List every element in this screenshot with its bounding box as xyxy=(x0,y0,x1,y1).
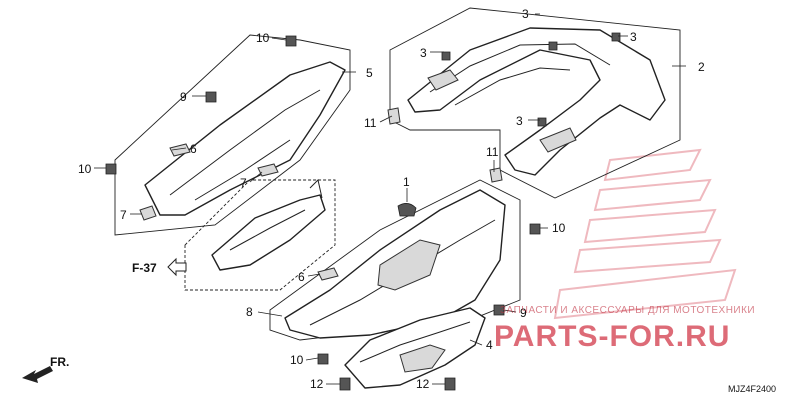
callout-3: 3 xyxy=(630,30,637,44)
front-label: FR. xyxy=(50,355,69,369)
grab-rail-group xyxy=(387,7,681,199)
cross-reference: F-37 xyxy=(132,257,187,277)
callout-12: 12 xyxy=(310,377,324,391)
screw-10-left xyxy=(105,163,117,175)
callout-10: 10 xyxy=(552,221,566,235)
clip-7-lower xyxy=(139,205,157,221)
screw-10-top xyxy=(285,35,297,47)
callout-2: 2 xyxy=(698,60,705,74)
front-arrow-icon xyxy=(22,366,53,383)
callout-6: 6 xyxy=(190,142,197,156)
callout-11: 11 xyxy=(364,116,377,130)
grab-rail xyxy=(407,27,666,176)
lower-cover xyxy=(344,307,486,389)
inner-panel-outline xyxy=(114,34,351,236)
bracket-group xyxy=(184,179,336,291)
screw-10-bottom xyxy=(317,353,329,365)
inner-panel-group xyxy=(114,34,351,236)
side-cover-group xyxy=(269,179,521,341)
callout-7: 7 xyxy=(120,208,127,222)
bracket-outline xyxy=(184,179,336,291)
callout-3: 3 xyxy=(516,114,523,128)
screw-9-upper xyxy=(205,91,217,103)
callout-12: 12 xyxy=(416,377,430,391)
watermark: ЗАПЧАСТИ И АКСЕССУАРЫ ДЛЯ МОТОТЕХНИКИ PA… xyxy=(494,305,755,353)
reference-label: F-37 xyxy=(132,261,157,275)
bolt-12-left xyxy=(339,377,351,391)
grommet-1 xyxy=(397,203,417,217)
clip-6-lower xyxy=(317,267,339,281)
brand-wing-watermark xyxy=(553,148,737,320)
callout-6: 6 xyxy=(298,270,305,284)
rail-group-outline xyxy=(389,7,681,199)
mounting-bracket xyxy=(211,194,326,271)
bolt-12-right xyxy=(444,377,456,391)
leader-lines xyxy=(94,13,686,385)
lower-cover-group xyxy=(344,307,486,389)
callout-11: 11 xyxy=(486,145,499,159)
reference-arrow-icon xyxy=(167,257,187,277)
watermark-tagline: ЗАПЧАСТИ И АКСЕССУАРЫ ДЛЯ МОТОТЕХНИКИ xyxy=(500,305,755,316)
callout-8: 8 xyxy=(246,305,253,319)
callout-5: 5 xyxy=(366,66,373,80)
diagram-code: MJZ4F2400 xyxy=(728,384,776,394)
callout-3: 3 xyxy=(522,7,529,21)
callout-1: 1 xyxy=(403,175,410,189)
callout-10: 10 xyxy=(290,353,304,367)
clip-6-upper xyxy=(169,143,191,157)
callout-10: 10 xyxy=(78,162,92,176)
callout-4: 4 xyxy=(486,338,493,352)
screw-10-right xyxy=(529,223,541,235)
callout-7: 7 xyxy=(240,176,247,190)
front-indicator: FR. xyxy=(22,355,69,383)
watermark-brand: PARTS-FOR.RU xyxy=(494,320,730,353)
side-cover-grip xyxy=(377,239,441,291)
screw-9-lower xyxy=(493,304,505,316)
callouts: 3 3 3 3 2 11 11 10 5 9 10 6 7 7 1 10 6 8… xyxy=(78,7,705,391)
callout-9: 9 xyxy=(180,90,187,104)
callout-9: 9 xyxy=(520,306,527,320)
callout-3: 3 xyxy=(420,46,427,60)
fasteners xyxy=(105,35,541,391)
callout-10: 10 xyxy=(256,31,270,45)
